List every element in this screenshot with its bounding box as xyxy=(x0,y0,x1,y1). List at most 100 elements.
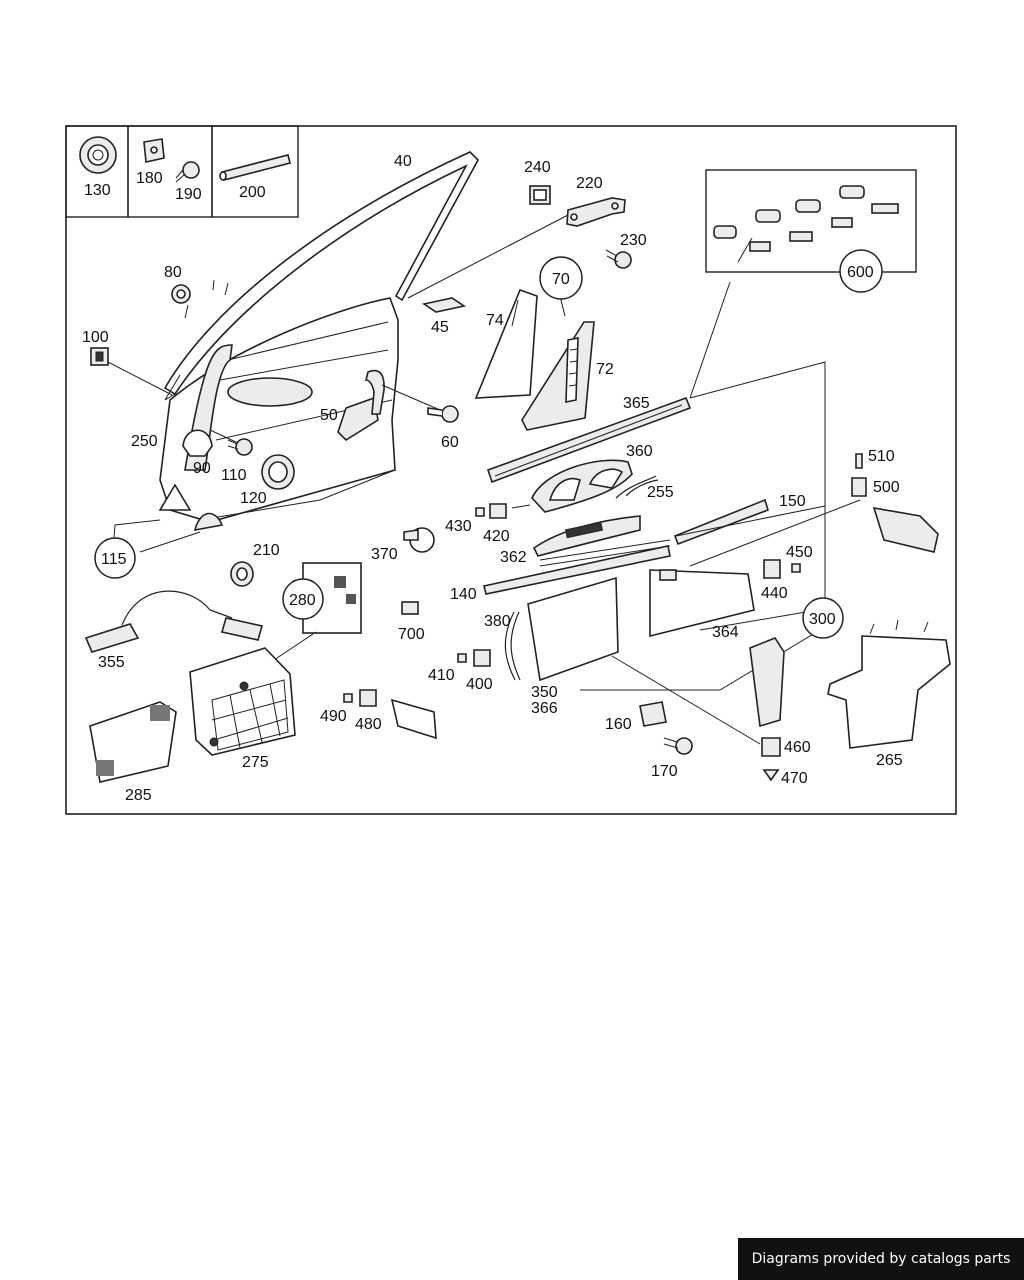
label-500: 500 xyxy=(873,479,900,496)
panel-350 xyxy=(527,576,619,682)
clip-100 xyxy=(90,347,173,396)
label-420: 420 xyxy=(483,528,510,545)
label-450: 450 xyxy=(786,544,813,561)
strip-140 xyxy=(483,545,671,595)
label-490: 490 xyxy=(320,708,347,725)
glass-74 xyxy=(474,288,538,399)
trim-72 xyxy=(521,295,595,431)
clips-460-470 xyxy=(611,655,781,782)
credit-text: Diagrams provided by catalogs parts xyxy=(751,1251,1011,1267)
label-120: 120 xyxy=(240,490,267,507)
panel-364 xyxy=(649,569,755,638)
label-300: 300 xyxy=(809,611,836,628)
screw-190 xyxy=(175,161,200,183)
label-100: 100 xyxy=(82,329,109,346)
armrest-360 xyxy=(531,459,633,513)
label-355: 355 xyxy=(98,654,125,671)
label-110: 110 xyxy=(221,467,247,484)
label-80: 80 xyxy=(164,264,182,281)
label-366: 366 xyxy=(531,700,558,717)
clip-180 xyxy=(143,138,165,163)
strip-365 xyxy=(486,396,692,484)
screw-110 xyxy=(209,429,253,456)
label-45: 45 xyxy=(431,319,449,336)
part-labels: 130 180 190 200 40 240 220 230 70 74 72 … xyxy=(82,153,903,804)
housing-265 xyxy=(749,619,951,749)
clip-240 xyxy=(529,185,551,205)
label-70: 70 xyxy=(552,271,570,288)
strip-150 xyxy=(673,498,769,546)
label-350: 350 xyxy=(531,684,558,701)
label-360: 360 xyxy=(626,443,653,460)
grommet-210 xyxy=(230,561,254,587)
nut-80 xyxy=(171,284,191,304)
label-140: 140 xyxy=(450,586,477,603)
label-275: 275 xyxy=(242,754,269,771)
grommet-120 xyxy=(261,454,295,490)
label-220: 220 xyxy=(576,175,603,192)
label-170: 170 xyxy=(651,763,678,780)
leader-300 xyxy=(580,361,826,691)
seal-380 xyxy=(504,611,521,681)
label-410: 410 xyxy=(428,667,455,684)
label-190: 190 xyxy=(175,186,202,203)
label-50: 50 xyxy=(320,407,338,424)
parts-115 xyxy=(113,483,224,553)
clips-420-430 xyxy=(475,503,531,519)
window-frame-40 xyxy=(163,151,479,401)
clips-400-410 xyxy=(457,649,491,667)
clips-480-490 xyxy=(343,689,437,740)
label-280 xyxy=(261,562,362,669)
grommet-130 xyxy=(79,136,117,174)
clip-kit-600 xyxy=(689,169,917,399)
cable-355 xyxy=(84,590,264,653)
rod-200 xyxy=(219,154,291,181)
clip-160 xyxy=(639,701,667,727)
bolt-60 xyxy=(427,405,459,423)
label-364: 364 xyxy=(712,624,739,641)
label-430: 430 xyxy=(445,518,472,535)
label-72: 72 xyxy=(596,361,614,378)
clips-500-510 xyxy=(689,453,939,567)
cable-255 xyxy=(615,475,659,499)
screw-230 xyxy=(605,249,632,269)
label-40: 40 xyxy=(394,153,412,170)
label-90: 90 xyxy=(193,460,211,477)
label-210: 210 xyxy=(253,542,280,559)
label-240: 240 xyxy=(524,159,551,176)
label-480: 480 xyxy=(355,716,382,733)
label-285: 285 xyxy=(125,787,152,804)
clip-700 xyxy=(401,601,419,615)
label-200: 200 xyxy=(239,184,266,201)
clips-440-450 xyxy=(763,559,801,579)
label-400: 400 xyxy=(466,676,493,693)
label-440: 440 xyxy=(761,585,788,602)
label-250: 250 xyxy=(131,433,158,450)
label-74: 74 xyxy=(486,312,504,329)
label-255: 255 xyxy=(647,484,674,501)
label-150: 150 xyxy=(779,493,806,510)
pad-45 xyxy=(421,297,467,313)
label-180: 180 xyxy=(136,170,163,187)
label-280: 280 xyxy=(289,592,316,609)
trim-90 xyxy=(182,429,213,457)
handle-50 xyxy=(337,369,441,442)
screw-170 xyxy=(663,737,693,755)
mat-285 xyxy=(89,701,177,783)
label-60: 60 xyxy=(441,434,459,451)
label-115: 115 xyxy=(101,551,127,568)
switch-panel-362 xyxy=(532,515,671,567)
label-510: 510 xyxy=(868,448,895,465)
bracket-220 xyxy=(407,197,626,299)
label-380: 380 xyxy=(484,613,511,630)
label-365: 365 xyxy=(623,395,650,412)
credit-banner: Diagrams provided by catalogs parts xyxy=(738,1238,1024,1280)
callout-circles xyxy=(94,249,883,639)
diagram-frame xyxy=(65,125,957,815)
pocket-275 xyxy=(189,647,296,756)
label-362: 362 xyxy=(500,549,527,566)
inset-boxes xyxy=(65,125,299,218)
label-700: 700 xyxy=(398,626,425,643)
label-470: 470 xyxy=(781,770,808,787)
